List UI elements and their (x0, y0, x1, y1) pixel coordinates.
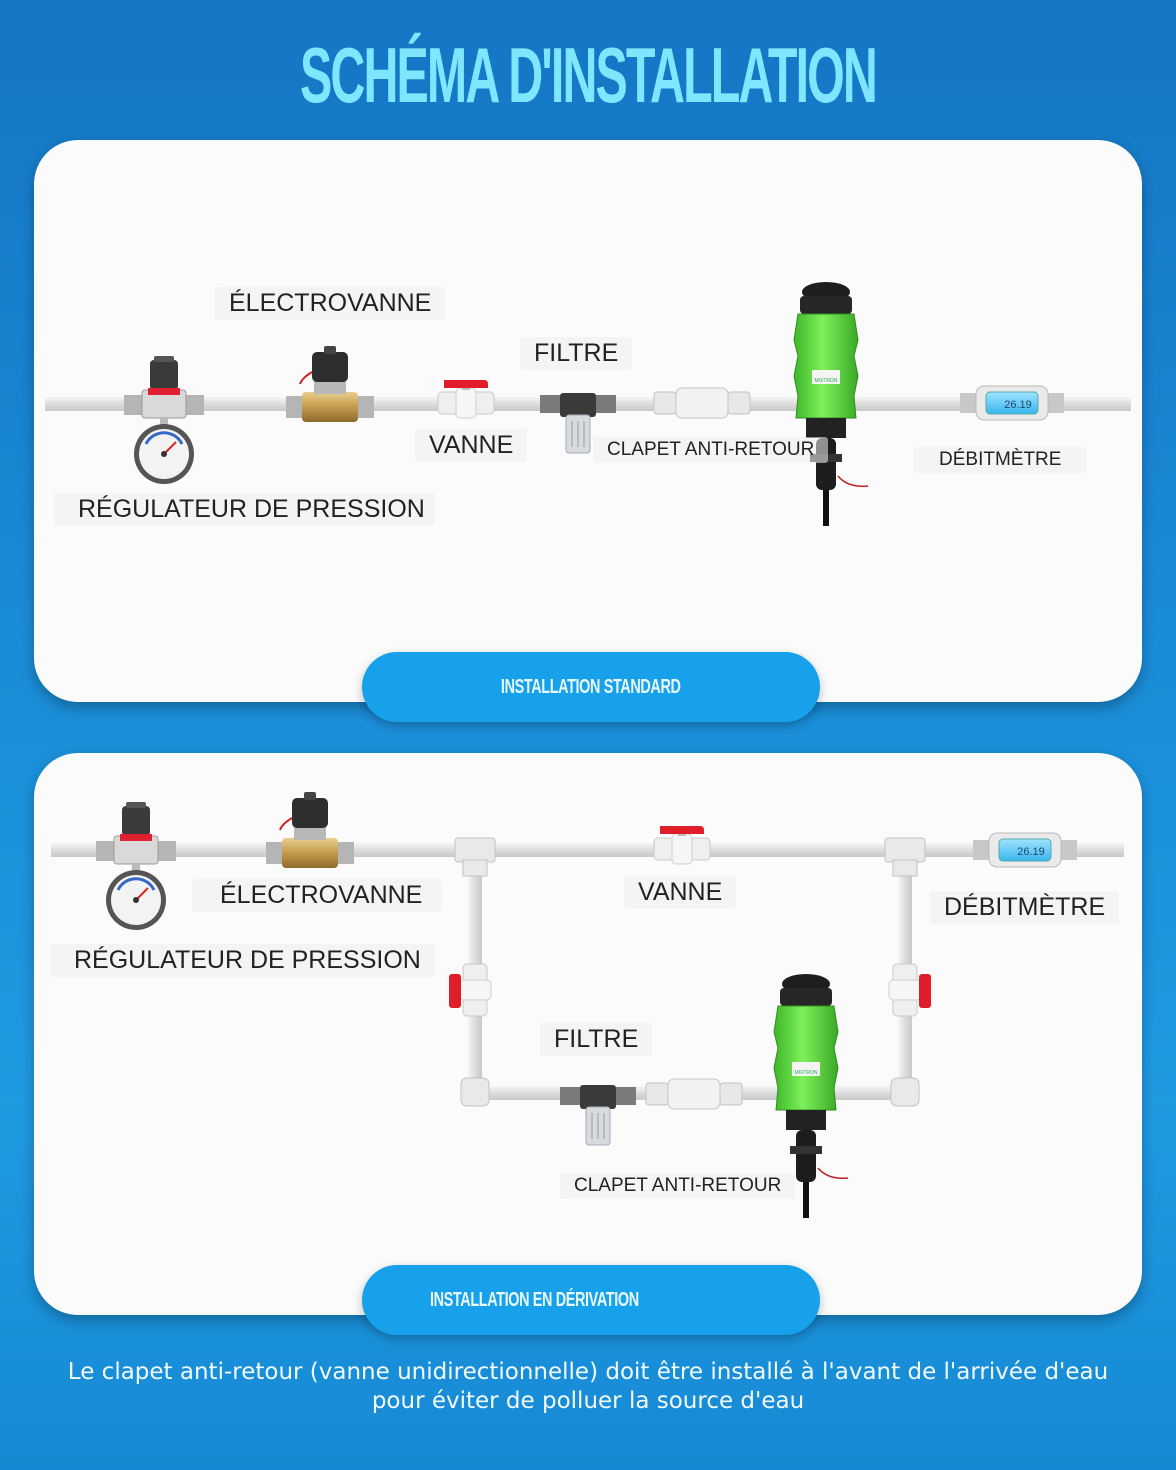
solenoid-valve-icon (285, 345, 375, 423)
tee-fitting-right-icon (884, 837, 926, 877)
solenoid-valve-icon (265, 791, 355, 869)
footer-note-line-1: Le clapet anti-retour (vanne unidirectio… (67, 1359, 1109, 1385)
footer-note: Le clapet anti-retour (vanne unidirectio… (0, 1358, 1176, 1416)
pressure-regulator-icon (94, 800, 178, 932)
label-filtre: FILTRE (520, 337, 633, 370)
label-clapet-anti-retour: CLAPET ANTI-RETOUR (593, 437, 829, 463)
label-electrovanne: ÉLECTROVANNE (215, 287, 446, 320)
standard-pipeline: 26.19 MIXTRON (45, 281, 1131, 527)
label-regulateur-pression: RÉGULATEUR DE PRESSION (54, 493, 435, 526)
label-filtre: FILTRE (540, 1023, 653, 1056)
ball-valve-left-icon (448, 963, 492, 1017)
pressure-regulator-icon (122, 354, 206, 486)
ball-valve-right-icon (888, 963, 932, 1017)
label-clapet-anti-retour: CLAPET ANTI-RETOUR (560, 1173, 796, 1199)
check-valve-icon (645, 1078, 743, 1110)
elbow-left-icon (460, 1077, 490, 1107)
label-electrovanne: ÉLECTROVANNE (192, 879, 443, 912)
label-debitmetre: DÉBITMÈTRE (930, 891, 1120, 924)
label-debitmetre: DÉBITMÈTRE (913, 447, 1088, 473)
standard-installation-banner-text: INSTALLATION STANDARD (501, 675, 681, 698)
bypass-main-pipe (51, 843, 1124, 857)
pump-brand: MIXTRON (814, 378, 837, 384)
pump-brand: MIXTRON (794, 1070, 817, 1076)
bypass-installation-banner: INSTALLATION EN DÉRIVATION (362, 1265, 820, 1335)
label-regulateur-pression: RÉGULATEUR DE PRESSION (50, 944, 435, 977)
flowmeter-display: 26.19 (1017, 846, 1045, 858)
elbow-right-icon (890, 1077, 920, 1107)
filter-icon (559, 1084, 637, 1146)
label-vanne: VANNE (415, 429, 528, 462)
ball-valve-icon (653, 825, 711, 865)
label-vanne: VANNE (624, 876, 737, 909)
ball-valve-icon (437, 379, 495, 419)
bypass-installation-banner-text: INSTALLATION EN DÉRIVATION (430, 1288, 639, 1311)
bypass-pipeline: 26.19 MIXTRON (51, 791, 1124, 1219)
standard-installation-banner: INSTALLATION STANDARD (362, 652, 820, 722)
page-title: SCHÉMA D'INSTALLATION (300, 31, 878, 119)
check-valve-icon (653, 387, 751, 419)
footer-note-line-2: pour éviter de polluer la source d'eau (371, 1388, 805, 1414)
tee-fitting-left-icon (454, 837, 496, 877)
flowmeter-display: 26.19 (1004, 399, 1032, 411)
